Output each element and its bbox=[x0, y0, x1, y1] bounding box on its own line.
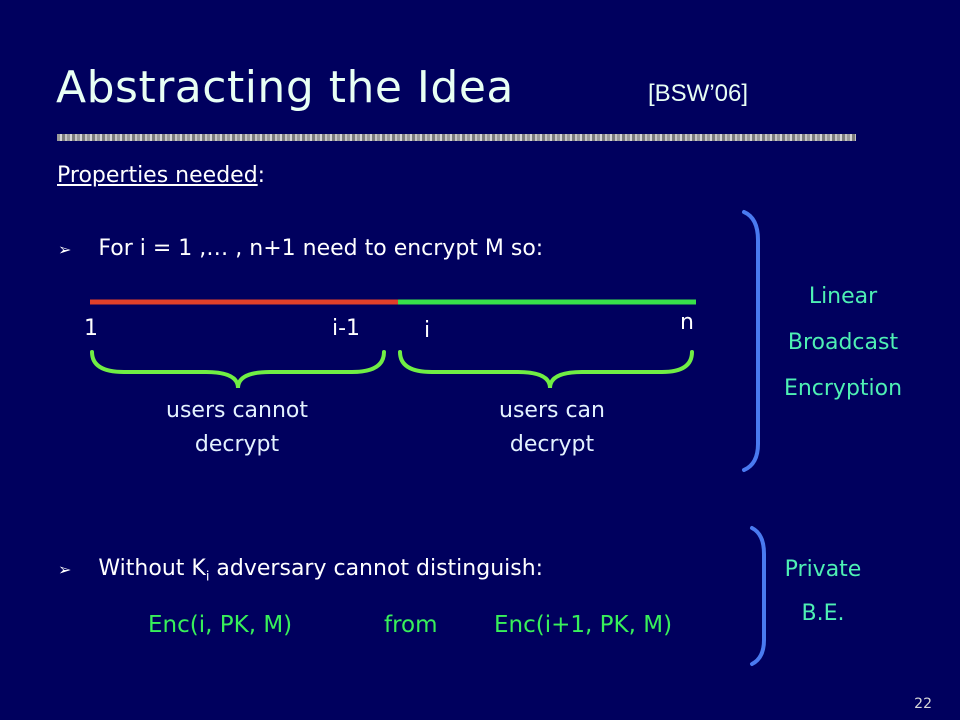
title-divider bbox=[57, 134, 856, 141]
properties-heading: Properties needed bbox=[57, 163, 258, 188]
right-group-line2: decrypt bbox=[509, 432, 595, 457]
label-n: n bbox=[680, 310, 694, 335]
properties-heading-row: Properties needed: bbox=[57, 163, 265, 188]
left-group-label: users cannot decrypt bbox=[122, 394, 352, 462]
private-be-line1: Private bbox=[784, 557, 862, 582]
bullet-2: ➢ Without Ki adversary cannot distinguis… bbox=[58, 556, 543, 584]
properties-colon: : bbox=[257, 163, 266, 188]
linear-be-label: Linear Broadcast Encryption bbox=[758, 274, 928, 412]
left-group-line1: users cannot bbox=[166, 398, 308, 423]
linear-be-line2: Broadcast bbox=[787, 330, 899, 355]
bullet-arrow-icon: ➢ bbox=[58, 560, 72, 579]
page-number: 22 bbox=[914, 696, 932, 712]
bullet-1: ➢ For i = 1 ,… , n+1 need to encrypt M s… bbox=[58, 236, 543, 261]
right-group-brace bbox=[398, 350, 694, 389]
bullet-2-subscript: i bbox=[205, 569, 210, 585]
right-group-label: users can decrypt bbox=[444, 394, 660, 462]
bullet-arrow-icon: ➢ bbox=[58, 240, 72, 259]
left-group-brace bbox=[90, 350, 386, 389]
label-i-minus-1: i-1 bbox=[332, 316, 361, 341]
enc-left: Enc(i, PK, M) bbox=[148, 612, 293, 638]
private-be-label: Private B.E. bbox=[756, 548, 890, 636]
label-one: 1 bbox=[84, 316, 98, 341]
bullet-2-prefix: Without K bbox=[98, 556, 206, 581]
enc-from: from bbox=[384, 612, 438, 638]
linear-be-brace bbox=[742, 210, 760, 472]
linear-be-line3: Encryption bbox=[783, 376, 903, 401]
enc-right: Enc(i+1, PK, M) bbox=[494, 612, 673, 638]
right-group-line1: users can bbox=[499, 398, 605, 423]
linear-be-line1: Linear bbox=[808, 284, 878, 309]
citation: [BSW’06] bbox=[648, 80, 749, 107]
bullet-2-suffix: adversary cannot distinguish: bbox=[209, 556, 544, 581]
private-be-brace bbox=[750, 526, 766, 666]
label-i: i bbox=[424, 318, 431, 343]
private-be-line2: B.E. bbox=[801, 601, 845, 626]
slide-title: Abstracting the Idea bbox=[56, 62, 514, 113]
bullet-1-text: For i = 1 ,… , n+1 need to encrypt M so: bbox=[98, 236, 544, 261]
left-group-line2: decrypt bbox=[194, 432, 280, 457]
